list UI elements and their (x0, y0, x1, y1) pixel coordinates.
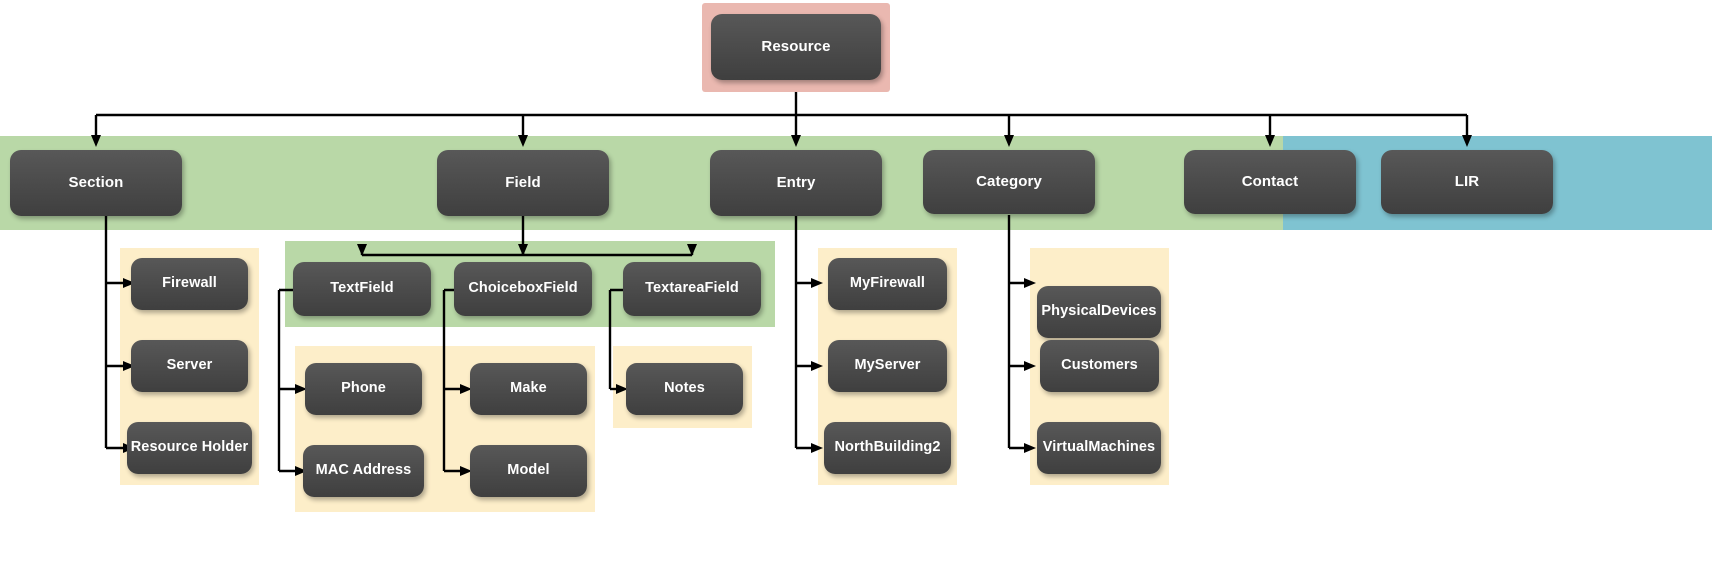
node-myserver[interactable]: MyServer (828, 340, 947, 392)
node-firewall[interactable]: Firewall (131, 258, 248, 310)
node-choiceboxfield[interactable]: ChoiceboxField (454, 262, 592, 316)
node-resource-holder[interactable]: Resource Holder (127, 422, 252, 474)
node-phone[interactable]: Phone (305, 363, 422, 415)
node-physicaldevices[interactable]: PhysicalDevices (1037, 286, 1161, 338)
node-server[interactable]: Server (131, 340, 248, 392)
node-section[interactable]: Section (10, 150, 182, 216)
node-model[interactable]: Model (470, 445, 587, 497)
node-virtualmachines[interactable]: VirtualMachines (1037, 422, 1161, 474)
node-entry[interactable]: Entry (710, 150, 882, 216)
node-make[interactable]: Make (470, 363, 587, 415)
node-category[interactable]: Category (923, 150, 1095, 214)
node-lir[interactable]: LIR (1381, 150, 1553, 214)
node-customers[interactable]: Customers (1040, 340, 1159, 392)
node-textfield[interactable]: TextField (293, 262, 431, 316)
node-field[interactable]: Field (437, 150, 609, 216)
node-myfirewall[interactable]: MyFirewall (828, 258, 947, 310)
node-northbuilding2[interactable]: NorthBuilding2 (824, 422, 951, 474)
node-mac-address[interactable]: MAC Address (303, 445, 424, 497)
node-notes[interactable]: Notes (626, 363, 743, 415)
node-contact[interactable]: Contact (1184, 150, 1356, 214)
node-resource[interactable]: Resource (711, 14, 881, 80)
node-textareafield[interactable]: TextareaField (623, 262, 761, 316)
